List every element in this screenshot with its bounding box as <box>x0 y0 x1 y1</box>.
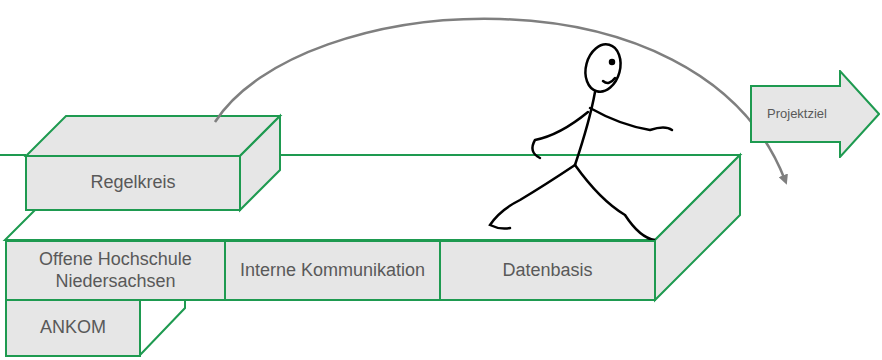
platform-segment: Datenbasis <box>439 240 656 301</box>
box-top <box>26 116 280 156</box>
node-label: Projektziel <box>754 106 840 122</box>
stick-figure <box>490 40 672 242</box>
platform-segment: Offene Hochschule Niedersachsen <box>5 240 226 301</box>
node-label: Regelkreis <box>90 172 175 194</box>
node-label: Offene Hochschule Niedersachsen <box>9 249 222 292</box>
node-label: Interne Kommunikation <box>240 260 425 282</box>
box-side <box>240 116 280 210</box>
platform-top <box>5 155 740 240</box>
platform-segment: Interne Kommunikation <box>224 240 441 301</box>
curved-arrow <box>215 19 785 180</box>
ankom-box: ANKOM <box>5 299 141 357</box>
lead-line <box>0 154 26 156</box>
ankom-side <box>140 300 185 355</box>
platform-side <box>655 155 740 300</box>
node-label: ANKOM <box>40 317 106 339</box>
node-label: Datenbasis <box>502 260 592 282</box>
goal-arrow: Projektziel <box>750 70 880 158</box>
box-front: Regelkreis <box>25 155 241 211</box>
